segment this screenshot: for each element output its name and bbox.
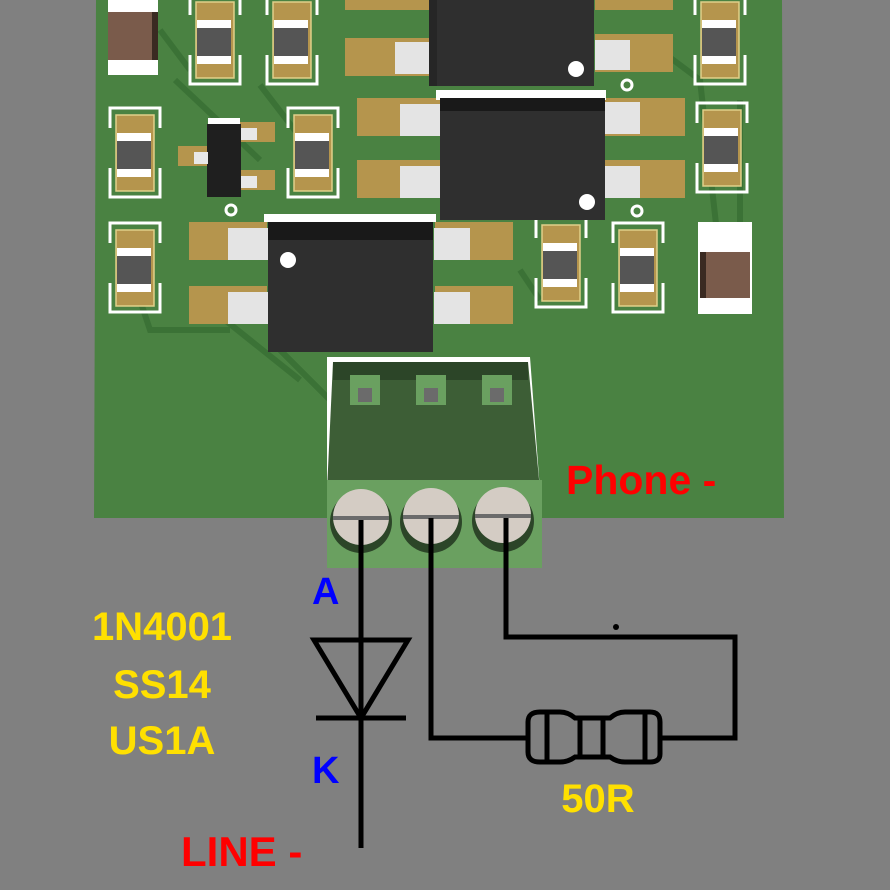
smd-resistor-part [543, 279, 577, 287]
smd-resistor-part [704, 136, 738, 164]
smd-resistor-part [117, 141, 151, 169]
smd-resistor-part [620, 284, 654, 292]
diode-symbol [309, 637, 413, 723]
smd-resistor-part [197, 28, 231, 56]
ic-u1 [345, 0, 673, 92]
resistor-symbol [525, 709, 663, 765]
smd-resistor-part [620, 248, 654, 256]
capacitor-c2 [698, 222, 752, 314]
smd-resistor-part [286, 106, 340, 199]
ic-u3 [189, 214, 513, 352]
smd-resistor-part [108, 221, 162, 314]
smd-resistor-part [274, 28, 308, 56]
smd-resistor-part [695, 101, 749, 194]
smd-resistor-part [117, 256, 151, 284]
smd-resistor-part [704, 164, 738, 172]
smd-resistor-part [108, 106, 162, 199]
smd-resistor-part [265, 0, 319, 86]
smd-resistor-part [197, 20, 231, 28]
smd-resistors [108, 0, 749, 314]
dot-marker [613, 624, 619, 630]
schematic-wires [358, 518, 738, 848]
smd-resistor-part [188, 0, 242, 86]
smd-resistor-part [702, 28, 736, 56]
smd-resistor-part [274, 20, 308, 28]
smd-resistor-part [197, 56, 231, 64]
resistor-value-label: 50R [561, 777, 634, 821]
smd-resistor-part [117, 169, 151, 177]
smd-resistor-part [620, 256, 654, 284]
smd-resistor-part [117, 133, 151, 141]
transistor-sot23 [178, 118, 275, 217]
diode-part-1: 1N4001 [92, 605, 232, 649]
smd-resistor-part [702, 20, 736, 28]
smd-resistor-part [704, 128, 738, 136]
wire-right [503, 518, 738, 741]
diode-part-2: SS14 [113, 663, 212, 707]
anode-label: A [312, 571, 339, 613]
smd-resistor-part [117, 248, 151, 256]
phone-label: Phone - [566, 457, 716, 503]
smd-resistor-part [611, 221, 665, 314]
smd-resistor-part [702, 56, 736, 64]
smd-resistor-part [295, 141, 329, 169]
smd-resistor-part [543, 251, 577, 279]
smd-resistor-part [693, 0, 747, 86]
cathode-label: K [312, 750, 340, 792]
smd-resistor-part [274, 56, 308, 64]
smd-resistor-part [295, 169, 329, 177]
smd-resistor-part [295, 133, 329, 141]
line-label: LINE - [181, 828, 302, 875]
smd-resistor-part [543, 243, 577, 251]
smd-resistor-part [117, 284, 151, 292]
ic-u2 [357, 90, 685, 220]
capacitor-c1 [108, 0, 158, 75]
diode-part-3: US1A [109, 719, 216, 763]
wire-middle [428, 518, 528, 741]
